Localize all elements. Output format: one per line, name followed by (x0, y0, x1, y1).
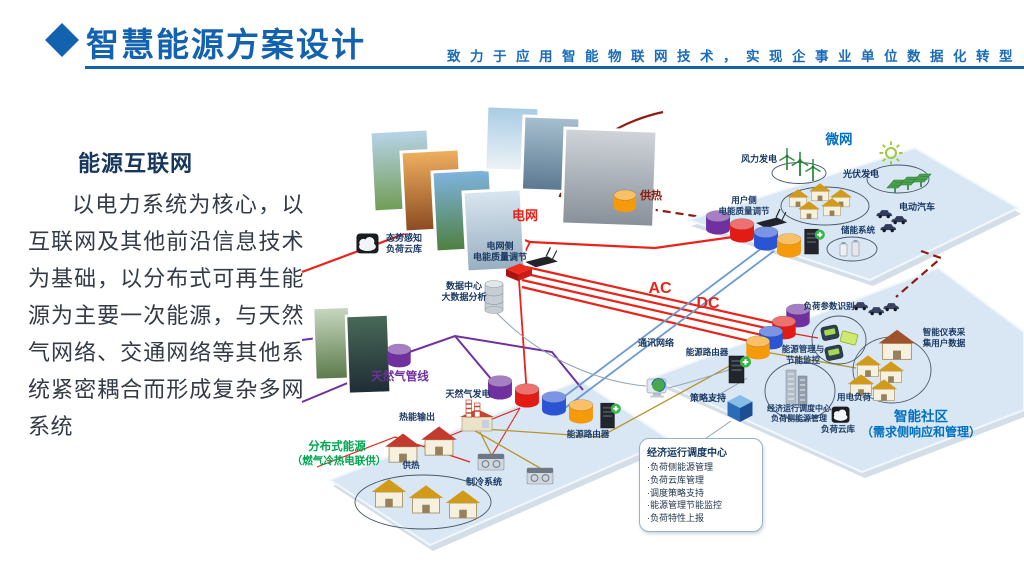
page-title: 智慧能源方案设计 (86, 26, 366, 63)
dispatch-box-item: ·负荷侧能源管理 (647, 462, 713, 472)
label-dc: DC (696, 295, 720, 312)
label-dispatch-1: 经济运行调度中心 (767, 403, 831, 413)
sun-icon (878, 140, 904, 166)
dispatch-box-title: 经济运行调度中心 (647, 448, 727, 459)
label-grid: 电网 (512, 208, 538, 223)
label-heat-supply: 供热 (639, 188, 662, 202)
heat-storage-cylinder-icon (613, 189, 637, 213)
ac-bus (521, 264, 780, 348)
label-ev: 电动汽车 (899, 201, 935, 212)
label-elec-load: 用电负荷 (836, 392, 872, 402)
label-distributed-2: （燃气冷热电联供） (292, 454, 387, 467)
label-energy-mgmt-2: 节能监控 (786, 355, 821, 365)
label-strategy: 策略支持 (689, 392, 726, 403)
label-smart-meter-2: 集用户数据 (922, 338, 966, 348)
cylinder-icon (541, 391, 567, 416)
label-smart-meter-1: 智能仪表采 (922, 327, 966, 337)
label-distributed-1: 分布式能源 (308, 439, 366, 453)
gas-node-cylinder-icon (386, 343, 412, 368)
label-cooling: 制冷系统 (466, 476, 502, 487)
dc-bus (552, 244, 775, 412)
label-microgrid: 微网 (825, 131, 853, 147)
thermal-lines (469, 350, 857, 469)
label-heat-output: 热能输出 (399, 411, 435, 422)
cylinder-icon (776, 233, 802, 258)
datacenter-icon (484, 280, 504, 314)
load-cloud-icon (831, 406, 850, 423)
label-energy-router-2: 能源路由器 (686, 347, 729, 357)
heat-dashed-to-community (895, 249, 944, 298)
dispatch-center-box: 经济运行调度中心 ·负荷侧能源管理 ·负荷云库管理 ·调度策略支持 ·能源管理节… (639, 438, 763, 532)
gas-plant-icon (459, 399, 495, 432)
label-situation-2: 负荷云库 (386, 243, 422, 254)
dispatch-box-item: ·能源管理节能监控 (647, 500, 722, 511)
label-gas-pipeline: 天然气管线 (371, 369, 429, 383)
label-grid-side-1: 电网侧 (486, 240, 513, 251)
label-ac: AC (648, 280, 672, 297)
label-heating: 供热 (401, 460, 420, 470)
label-gas-generation: 天然气发电 (445, 388, 490, 399)
cylinder-icon (753, 226, 779, 251)
intro-paragraph: 以电力系统为核心，以互联网及其他前沿信息技术为基础，以分布式可再生能源为主要一次… (28, 192, 304, 439)
green-card-icon (839, 330, 859, 346)
wind-turbine-icon (790, 150, 810, 177)
label-pv: 光伏发电 (842, 168, 879, 179)
dispatch-box-item: ·负荷特性上报 (647, 513, 704, 524)
label-user-side-2: 电能质量调节 (718, 206, 770, 216)
label-community-1: 智能社区 (894, 408, 948, 424)
label-grid-side-2: 电能质量调节 (473, 251, 527, 262)
page-subtitle: 致力于应用智能物联网技术，实现企事业单位数据化转型 (447, 49, 1022, 64)
chiller-icon (526, 467, 554, 485)
label-storage: 储能系统 (840, 225, 876, 235)
load-cloud-icon (356, 233, 379, 254)
label-community-2: （需求侧响应和管理） (861, 424, 981, 439)
intro-heading: 能源互联网 (78, 151, 194, 176)
intro-block: 能源互联网 以电力系统为核心，以互联网及其他前沿信息技术为基础，以分布式可再生能… (28, 146, 304, 445)
photo-stack-power-grid (368, 127, 527, 274)
photo-stack-gas-field (311, 305, 392, 396)
cylinder-icon (514, 383, 540, 408)
chiller-icon (477, 453, 505, 471)
label-energy-router: 能源路由器 (567, 429, 610, 439)
cylinder-icon (487, 375, 513, 400)
label-user-side-1: 用户侧 (730, 195, 757, 205)
wind-turbine-icon (778, 147, 796, 171)
label-energy-mgmt-1: 能源管理与 (782, 344, 825, 354)
header-divider (85, 66, 1024, 69)
dispatch-box-item: ·负荷云库管理 (647, 474, 704, 485)
label-situation-1: 态势感知 (386, 232, 422, 243)
grid-router-icon (524, 246, 559, 268)
label-datacenter-2: 大数据分析 (441, 291, 486, 302)
cylinder-icon (729, 218, 755, 243)
label-comm-network: 通讯网络 (638, 337, 674, 348)
cylinder-icon (568, 399, 594, 424)
platform-community (649, 266, 1024, 478)
cylinder-icon (745, 335, 771, 360)
label-wind: 风力发电 (741, 153, 777, 164)
dispatch-box-item: ·调度策略支持 (647, 487, 704, 498)
label-load-param: 负荷参数识别 (803, 301, 854, 311)
label-dispatch-2: 负荷侧能源管理 (771, 413, 827, 423)
globe-pc-icon (646, 377, 667, 399)
label-datacenter-1: 数据中心 (446, 280, 482, 291)
grid-lines-red (301, 213, 819, 468)
label-load-cloud: 负荷云库 (821, 424, 856, 434)
